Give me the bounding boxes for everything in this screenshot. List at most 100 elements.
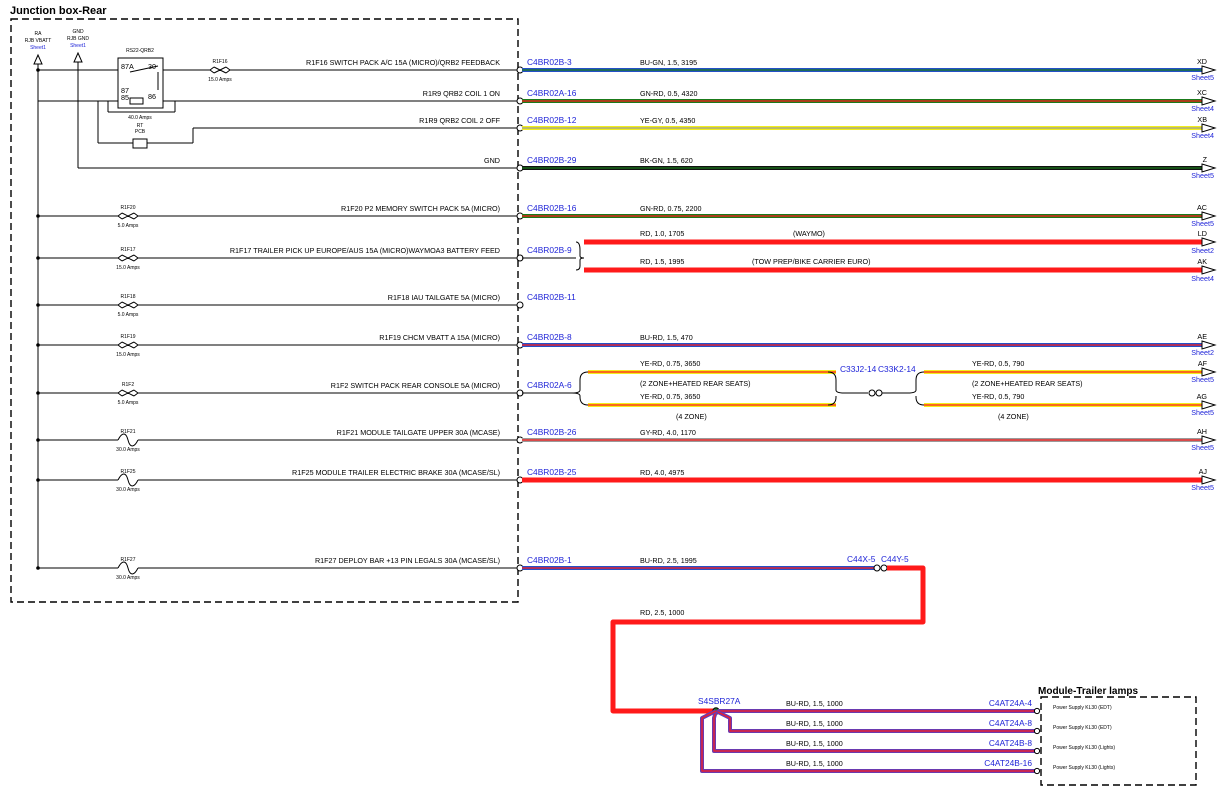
fuse-icon <box>117 301 139 309</box>
svg-text:87: 87 <box>121 86 129 95</box>
circuit-description: R1F27 DEPLOY BAR +13 PIN LEGALS 30A (MCA… <box>315 556 500 565</box>
sheet-ref: Sheet5 <box>1191 408 1214 417</box>
svg-text:85: 85 <box>121 93 129 102</box>
destination-label: XB <box>1197 115 1207 124</box>
sheet-ref: Sheet5 <box>1191 375 1214 384</box>
destination-arrow-icon <box>1201 340 1217 350</box>
connector-label: C4BR02B-3 <box>527 57 572 67</box>
merge-brace <box>827 396 837 406</box>
wire-spec: YE-RD, 0.5, 790 <box>972 359 1024 368</box>
circuit-description: R1F16 SWITCH PACK A/C 15A (MICRO)/QRB2 F… <box>306 58 500 67</box>
fuse-icon <box>117 389 139 397</box>
connector-label: C4BR02B-25 <box>527 467 577 477</box>
wire-spec: GN-RD, 0.5, 4320 <box>640 89 698 98</box>
destination-label: AK <box>1197 257 1207 266</box>
fuse-label: R1F21 <box>120 429 135 435</box>
fuse-icon <box>117 212 139 220</box>
sheet-ref: Sheet5 <box>1191 443 1214 452</box>
destination-arrow-icon <box>1201 123 1217 133</box>
destination-arrow-icon <box>1201 367 1217 377</box>
sheet-ref: Sheet5 <box>1191 219 1214 228</box>
destination-label: AJ <box>1199 467 1208 476</box>
inline-connector-icon <box>868 389 876 397</box>
module-connector-label: C4AT24A-4 <box>989 698 1032 708</box>
sheet-ref: Sheet5 <box>1191 171 1214 180</box>
branch-note: (4 ZONE) <box>998 412 1029 421</box>
fuse-rating: 15.0 Amps <box>116 265 140 271</box>
module-pin-terminal <box>1033 747 1041 755</box>
inline-connector-icon <box>880 564 888 572</box>
circuit-layer: R1F16 15.0 Amps R1F16 SWITCH PACK A/C 15A … <box>36 57 1217 715</box>
circuit-description: R1F25 MODULE TRAILER ELECTRIC BRAKE 30A … <box>292 468 500 477</box>
bus-junction <box>36 478 40 482</box>
destination-arrow-icon <box>1201 211 1217 221</box>
destination-arrow-icon <box>1201 435 1217 445</box>
fuse-label: R1F16 <box>212 59 227 65</box>
fuse-icon <box>117 433 139 447</box>
module-pin-terminal <box>1033 767 1041 775</box>
circuit-description: GND <box>484 156 500 165</box>
fuse-rating: 15.0 Amps <box>208 77 232 83</box>
wire-module-pin-2-stripe <box>715 710 1036 732</box>
circuit-description: R1F2 SWITCH PACK REAR CONSOLE 5A (MICRO) <box>331 381 500 390</box>
merge-brace <box>827 371 868 394</box>
bus-junction <box>36 391 40 395</box>
inline-connector-icon <box>873 564 881 572</box>
inline-connector-icon <box>875 389 883 397</box>
connector-terminal <box>516 301 524 309</box>
wire-spec: BU-RD, 1.5, 1000 <box>786 739 843 748</box>
junction-box-title: Junction box-Rear <box>10 5 107 17</box>
module-connector-label: C4AT24A-8 <box>989 718 1032 728</box>
svg-text:RT: RT <box>137 123 144 129</box>
fuse-rating: 15.0 Amps <box>116 352 140 358</box>
fuse-icon <box>117 561 139 575</box>
connector-label: C4BR02B-9 <box>527 245 572 255</box>
destination-arrow-icon <box>1201 400 1217 410</box>
connector-label: C4BR02B-8 <box>527 332 572 342</box>
circuit-description: R1F17 TRAILER PICK UP EUROPE/AUS 15A (MI… <box>230 246 500 255</box>
inline-connector-label: C44Y-5 <box>881 554 909 564</box>
connector-label: C4BR02B-26 <box>527 427 577 437</box>
branch-note: (4 ZONE) <box>676 412 707 421</box>
module-pin-label: Power Supply KL30 (EDT) <box>1053 705 1112 711</box>
destination-arrow-icon <box>1201 65 1217 75</box>
fuse-rating: 5.0 Amps <box>118 400 139 406</box>
circuit-description: R1F20 P2 MEMORY SWITCH PACK 5A (MICRO) <box>341 204 500 213</box>
inline-connector-label: C33J2-14 <box>840 364 877 374</box>
connector-label: C4BR02A-16 <box>527 88 577 98</box>
destination-label: AG <box>1197 392 1208 401</box>
sheet-ref: Sheet5 <box>1191 73 1214 82</box>
module-pin-label: Power Supply KL30 (EDT) <box>1053 725 1112 731</box>
wire-spec: BU-RD, 1.5, 470 <box>640 333 693 342</box>
module-pin-terminal <box>1033 727 1041 735</box>
bus-junction <box>36 438 40 442</box>
split-brace <box>571 371 589 406</box>
sheet-ref: Sheet4 <box>1191 274 1214 283</box>
destination-arrow-icon <box>1201 265 1217 275</box>
wire-spec: BK-GN, 1.5, 620 <box>640 156 693 165</box>
wire-spec: BU-RD, 1.5, 1000 <box>786 759 843 768</box>
wire-module-pin-3-stripe <box>713 710 1036 752</box>
svg-text:Module-Trailer lamps: Module-Trailer lamps <box>1038 686 1138 697</box>
svg-text:40.0 Amps: 40.0 Amps <box>128 115 152 121</box>
wire-spec: GY-RD, 4.0, 1170 <box>640 428 696 437</box>
wire-spec: RD, 1.5, 1995 <box>640 257 684 266</box>
svg-text:RA: RA <box>35 31 43 37</box>
module-pin-label: Power Supply KL30 (Lights) <box>1053 765 1115 771</box>
wire-spec: YE-RD, 0.5, 790 <box>972 392 1024 401</box>
destination-arrow-icon <box>1201 475 1217 485</box>
svg-text:RJB VBATT: RJB VBATT <box>25 38 52 44</box>
connector-label: C4BR02B-1 <box>527 555 572 565</box>
wire-c12-red <box>610 565 926 714</box>
destination-label: AF <box>1198 359 1208 368</box>
splice-label: S4SBR27A <box>698 696 741 706</box>
branch-note: (WAYMO) <box>793 229 825 238</box>
fuse-icon <box>117 341 139 349</box>
svg-text:RJB GND: RJB GND <box>67 36 89 42</box>
branch-note: (2 ZONE+HEATED REAR SEATS) <box>972 379 1083 388</box>
connector-label: C4BR02B-11 <box>527 292 576 302</box>
svg-text:RS22-QRB2: RS22-QRB2 <box>126 48 154 54</box>
wire-spec: BU-RD, 1.5, 1000 <box>786 699 843 708</box>
fuse-icon <box>117 254 139 262</box>
destination-arrow-icon <box>1201 237 1217 247</box>
